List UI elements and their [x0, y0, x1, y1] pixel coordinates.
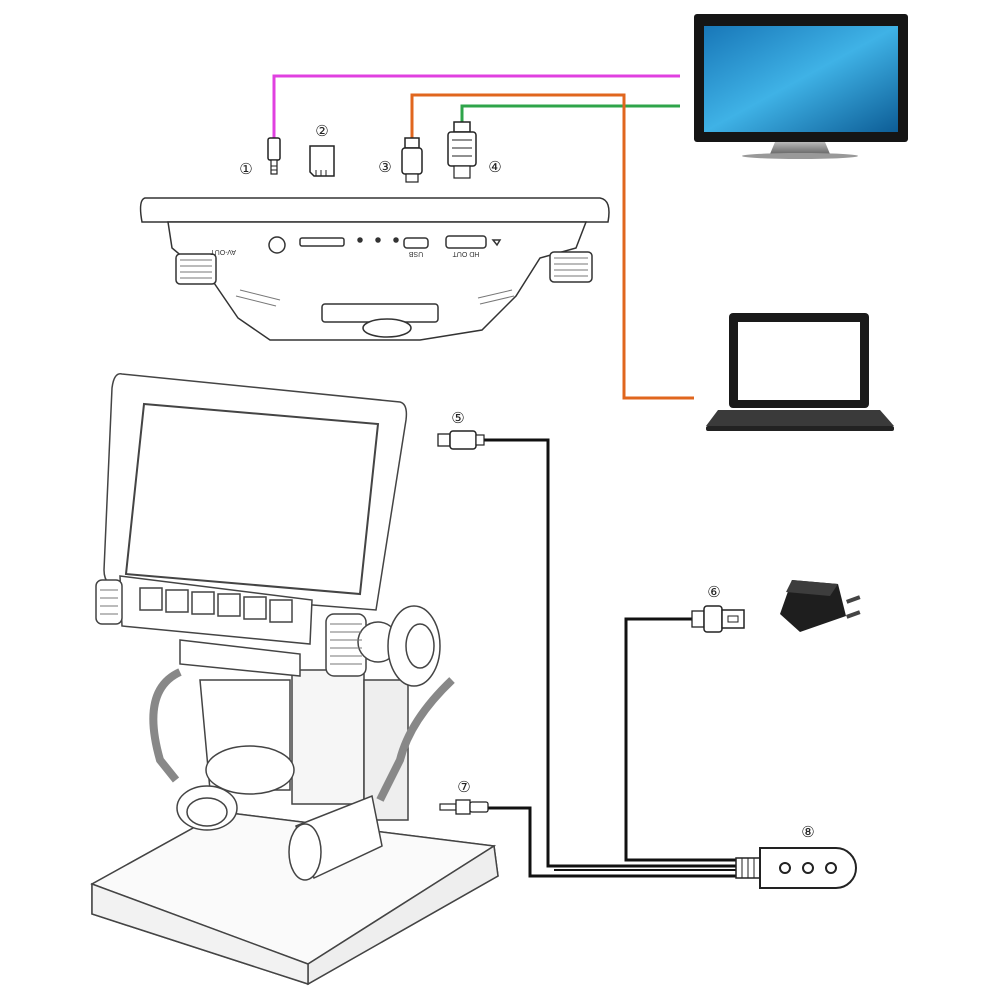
monitor-icon: [694, 14, 908, 159]
usb-a-plug-icon: [692, 606, 744, 632]
usb-port-label: USB: [408, 250, 423, 257]
laptop-icon: [706, 313, 894, 431]
digital-microscope-icon: [92, 374, 498, 984]
av-plug-icon: [268, 138, 280, 174]
hd-out-port-label: HD OUT: [452, 250, 480, 257]
microscope-port-panel: [141, 198, 609, 340]
callout-6: ⑥: [707, 583, 720, 601]
callout-2: ②: [315, 122, 328, 140]
power-adapter-icon: [780, 580, 861, 632]
led-control-box-icon: [736, 848, 856, 888]
callout-8: ⑧: [801, 823, 814, 841]
memory-card-icon: [310, 146, 334, 176]
power-cables: [484, 440, 738, 876]
callout-5: ⑤: [451, 409, 464, 427]
micro-usb-plug-icon: [402, 138, 422, 182]
callout-7: ⑦: [457, 778, 470, 796]
mini-usb-plug-icon-5: [438, 431, 484, 449]
callout-1: ①: [239, 160, 252, 178]
dc-plug-icon: [440, 800, 488, 814]
callout-3: ③: [378, 158, 391, 176]
callout-4: ④: [488, 158, 501, 176]
hdmi-plug-icon: [448, 122, 476, 178]
hdmi-cable: [462, 106, 680, 124]
av-out-port-label: AV-OUT: [210, 248, 236, 255]
